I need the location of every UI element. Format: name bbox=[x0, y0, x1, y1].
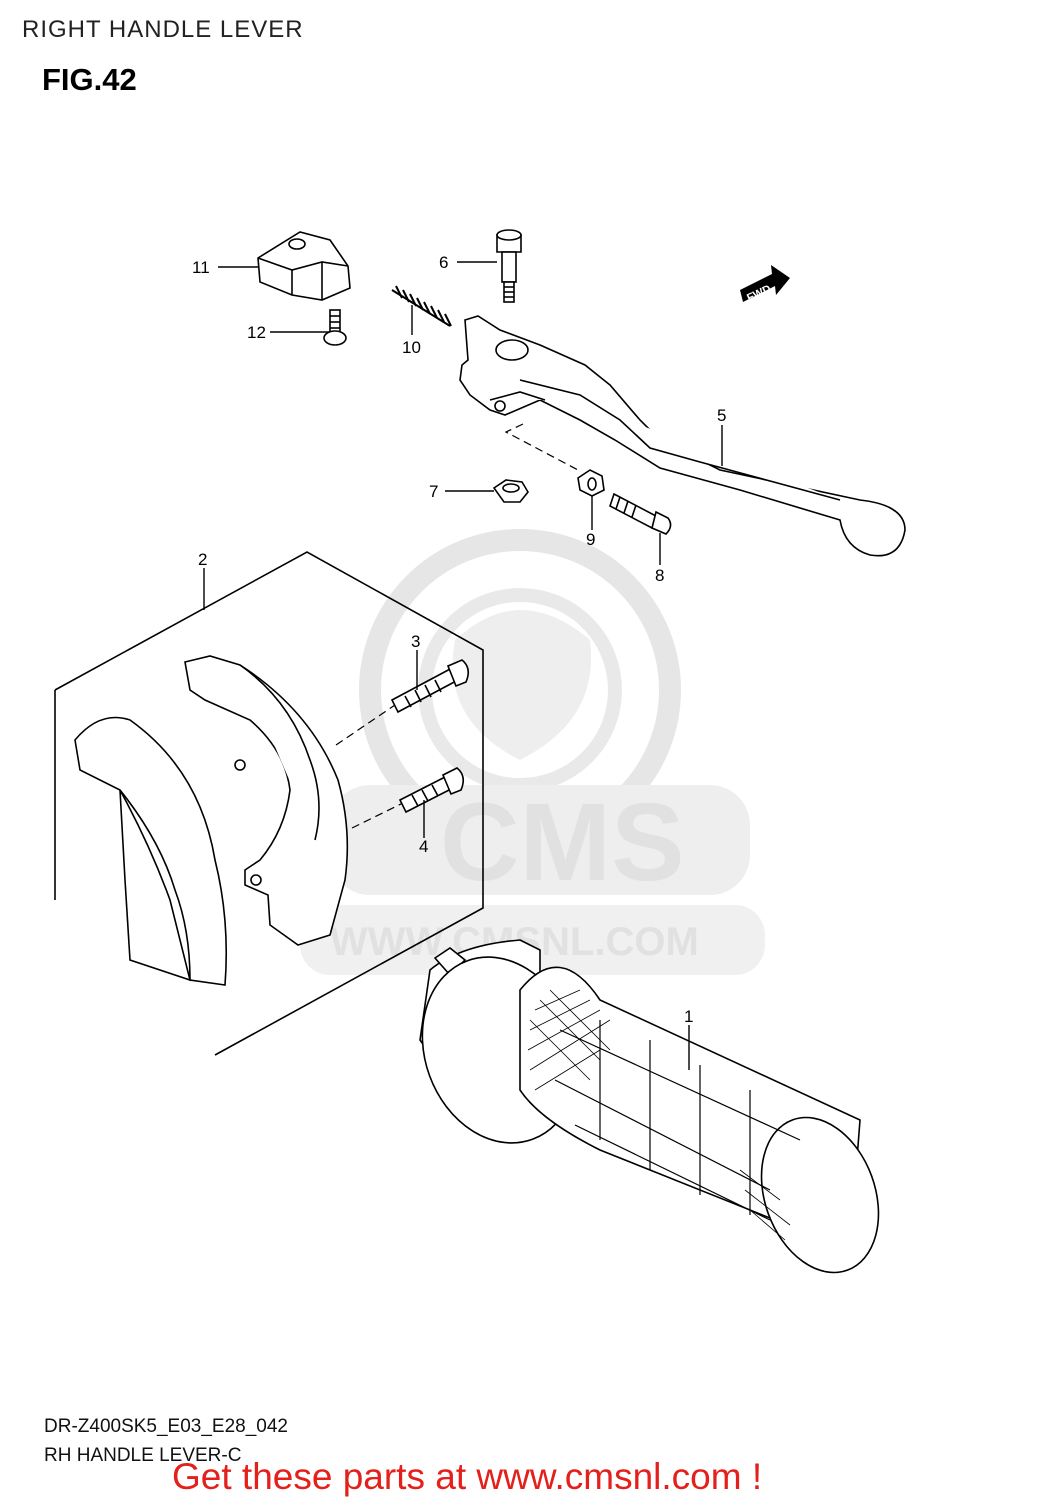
bolt-part-4 bbox=[398, 767, 465, 814]
callout-12: 12 bbox=[247, 323, 266, 342]
cta-link[interactable]: Get these parts at www.cmsnl.com ! bbox=[172, 1456, 763, 1497]
switch-part bbox=[257, 231, 351, 301]
figure-label: FIG.42 bbox=[42, 62, 137, 97]
page-title: RIGHT HANDLE LEVER bbox=[22, 16, 304, 43]
screw-part-12 bbox=[323, 309, 347, 346]
assembly-dashed-lines bbox=[335, 423, 579, 829]
lever-part bbox=[459, 315, 906, 557]
diagram-subtitle: RH HANDLE LEVER-C bbox=[44, 1445, 242, 1466]
callout-9: 9 bbox=[586, 530, 595, 549]
callouts bbox=[203, 261, 723, 1070]
diagram-code: DR-Z400SK5_E03_E28_042 bbox=[44, 1416, 289, 1437]
grip-part bbox=[419, 939, 880, 1274]
screw-part-8 bbox=[609, 492, 672, 535]
callout-8: 8 bbox=[655, 566, 664, 585]
clamp-part bbox=[74, 655, 349, 986]
watermark: CMS WWW.CMSNL.COM bbox=[300, 529, 765, 975]
nut-part-9 bbox=[577, 469, 605, 497]
callout-6: 6 bbox=[439, 253, 448, 272]
fwd-direction-badge: FWD bbox=[740, 265, 790, 304]
nut-part-7 bbox=[492, 479, 529, 503]
callout-1: 1 bbox=[684, 1007, 693, 1026]
callout-2: 2 bbox=[198, 550, 207, 569]
clamp-set-box bbox=[54, 551, 484, 1056]
callout-numbers: 11 12 6 10 5 7 9 8 2 3 4 1 bbox=[192, 253, 726, 1026]
callout-10: 10 bbox=[402, 338, 421, 357]
callout-4: 4 bbox=[419, 837, 428, 856]
bolt-part-3 bbox=[390, 659, 470, 714]
callout-7: 7 bbox=[429, 482, 438, 501]
watermark-brand: CMS bbox=[440, 781, 684, 904]
callout-5: 5 bbox=[717, 406, 726, 425]
pivot-bolt-part bbox=[496, 229, 522, 303]
callout-3: 3 bbox=[411, 632, 420, 651]
spring-part bbox=[391, 285, 452, 327]
callout-11: 11 bbox=[192, 258, 210, 277]
